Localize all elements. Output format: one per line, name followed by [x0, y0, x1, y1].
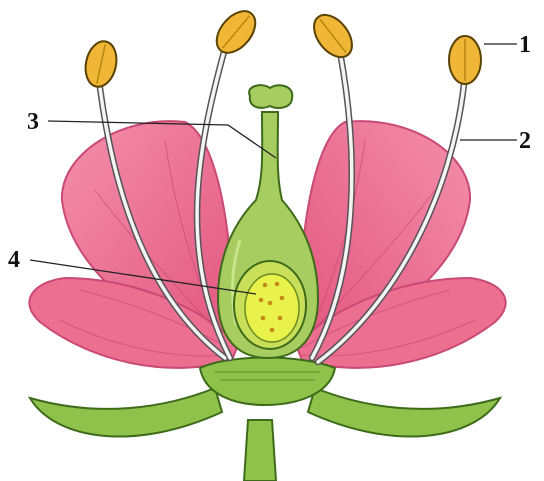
anther-right	[449, 36, 481, 84]
label-3: 3	[27, 109, 39, 135]
anther-center-left	[209, 4, 263, 60]
stem	[244, 420, 276, 481]
sepal-left	[30, 388, 222, 437]
label-4: 4	[8, 247, 20, 273]
anther-left	[82, 38, 121, 89]
stigma	[249, 85, 292, 108]
anther-center-right	[306, 8, 359, 64]
label-2: 2	[519, 128, 531, 154]
label-1: 1	[519, 32, 531, 58]
sepal-right	[308, 388, 500, 437]
